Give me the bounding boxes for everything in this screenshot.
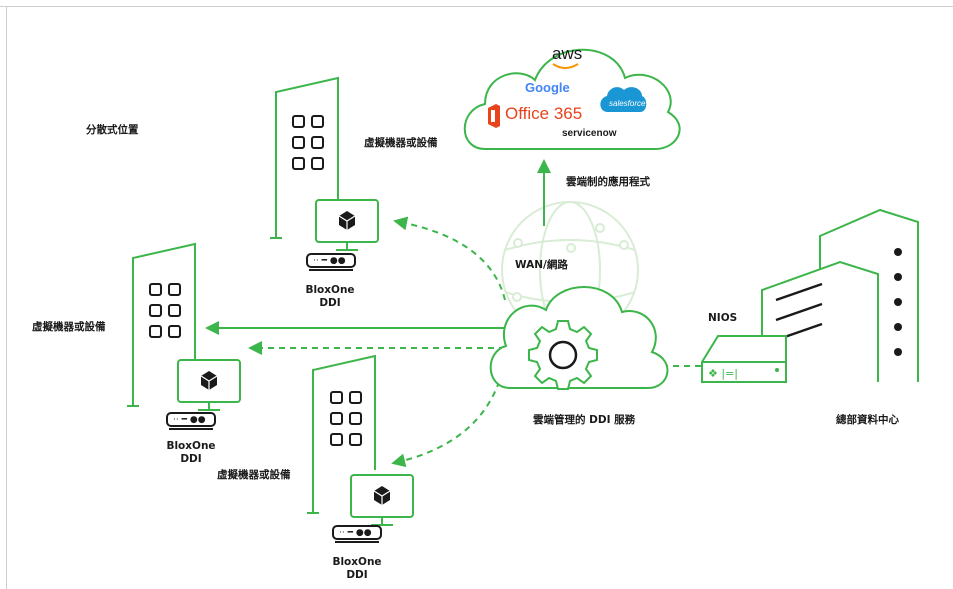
computer-icon [350,474,414,526]
apps-cloud-icon [463,48,681,150]
top-border [0,6,953,7]
left-border [6,6,7,589]
label-vm-top: 虛擬機器或設備 [364,137,438,149]
servicenow-logo: servicenow [562,128,617,139]
svg-text:·· ━ ●●: ·· ━ ●● [313,256,346,266]
svg-text:·· ━ ●●: ·· ━ ●● [339,528,372,538]
svg-text:·· ━ ●●: ·· ━ ●● [173,415,206,425]
label-cloud-apps: 雲端制的應用程式 [566,176,650,188]
cube-icon [200,371,218,390]
svg-text:❖ |=|: ❖ |=| [708,367,738,380]
label-bloxone-bottom: BloxOne DDI [327,556,387,582]
label-nios: NIOS [708,312,738,324]
bloxone-left-line2: DDI [180,453,202,465]
cube-icon [338,211,356,230]
router-icon: ·· ━ ●● [332,525,382,543]
computer-icon [315,199,379,251]
cube-icon [373,486,391,505]
aws-logo: aws [552,44,583,63]
building-icon [307,354,376,514]
building-icon [270,76,339,239]
bloxone-bottom-line1: BloxOne [332,556,382,568]
office-logo-icon [488,104,500,128]
bloxone-top-line2: DDI [319,297,341,309]
label-wan: WAN/網路 [515,259,568,271]
label-hq: 總部資料中心 [836,414,899,426]
router-icon: ·· ━ ●● [166,412,216,430]
bloxone-bottom-line2: DDI [346,569,368,581]
building-icon [127,242,196,407]
bloxone-left-line1: BloxOne [166,440,216,452]
label-vm-left: 虛擬機器或設備 [32,321,106,333]
office365-logo: Office 365 [505,104,583,123]
bloxone-top-line1: BloxOne [305,284,355,296]
arrow-dashed-bottom [391,359,506,468]
arrow-dashed-top [393,216,506,301]
datacenter-icon [761,208,919,382]
computer-icon [177,359,241,411]
router-icon: ·· ━ ●● [306,253,356,271]
google-logo: Google [525,80,570,95]
gear-icon [528,320,598,390]
label-bloxone-left: BloxOne DDI [161,440,221,466]
globe-icon [501,201,639,339]
window-grid [330,391,362,446]
label-vm-bottom: 虛擬機器或設備 [217,469,291,481]
window-grid [149,283,181,338]
label-bloxone-top: BloxOne DDI [300,284,360,310]
window-grid [292,115,324,170]
server-appliance-icon: ❖ |=| [701,335,787,383]
salesforce-logo-icon [600,87,647,112]
salesforce-logo: salesforce [609,99,646,108]
label-distributed-locations: 分散式位置 [86,124,139,136]
label-cloud-ddi: 雲端管理的 DDI 服務 [533,414,636,426]
aws-smile-icon [552,63,579,69]
